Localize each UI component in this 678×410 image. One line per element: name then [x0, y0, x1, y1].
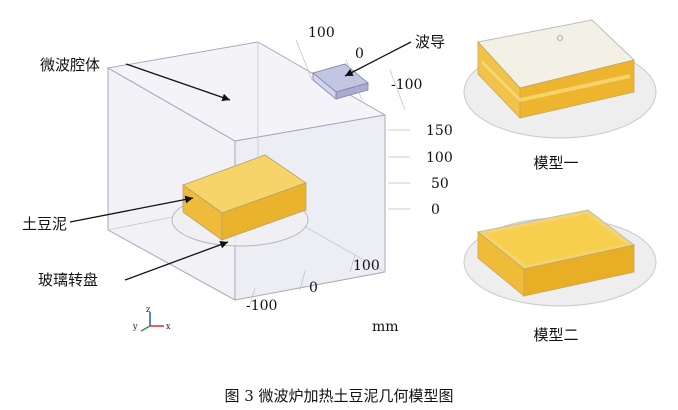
model-one-render [463, 19, 657, 139]
label-waveguide: 波导 [415, 33, 445, 51]
tick-z-0: 0 [431, 202, 440, 218]
tick-x-0: 0 [309, 280, 318, 296]
label-potato: 土豆泥 [22, 215, 67, 233]
tick-z-100: 100 [426, 150, 453, 166]
arrow-potato [69, 195, 194, 223]
label-turntable: 玻璃转盘 [38, 271, 98, 289]
tick-z-50: 50 [431, 176, 449, 192]
model-two-render [463, 209, 657, 307]
label-cavity: 微波腔体 [40, 56, 100, 74]
tick-x-m100: -100 [246, 298, 277, 314]
arrow-waveguide [344, 41, 412, 77]
axis-grid [249, 39, 410, 306]
tick-x-100: 100 [353, 258, 380, 274]
caption-model-two: 模型二 [533, 326, 578, 344]
tick-z-150: 150 [426, 123, 453, 139]
arrow-turntable [124, 241, 229, 281]
caption-model-one: 模型一 [533, 154, 578, 172]
svg-text:y: y [132, 322, 138, 331]
waveguide-port [312, 63, 369, 100]
tick-wg-m100: -100 [391, 77, 422, 93]
arrow-cavity [125, 63, 231, 102]
unit-label: mm [372, 319, 399, 335]
axis-triad: z x y [132, 305, 171, 332]
svg-text:z: z [146, 305, 150, 314]
tick-wg-0: 0 [355, 46, 364, 62]
cavity-model [106, 39, 410, 306]
svg-text:x: x [166, 322, 171, 331]
tick-wg-100: 100 [308, 25, 335, 41]
figure-caption: 图 3 微波炉加热土豆泥几何模型图 [224, 387, 453, 405]
